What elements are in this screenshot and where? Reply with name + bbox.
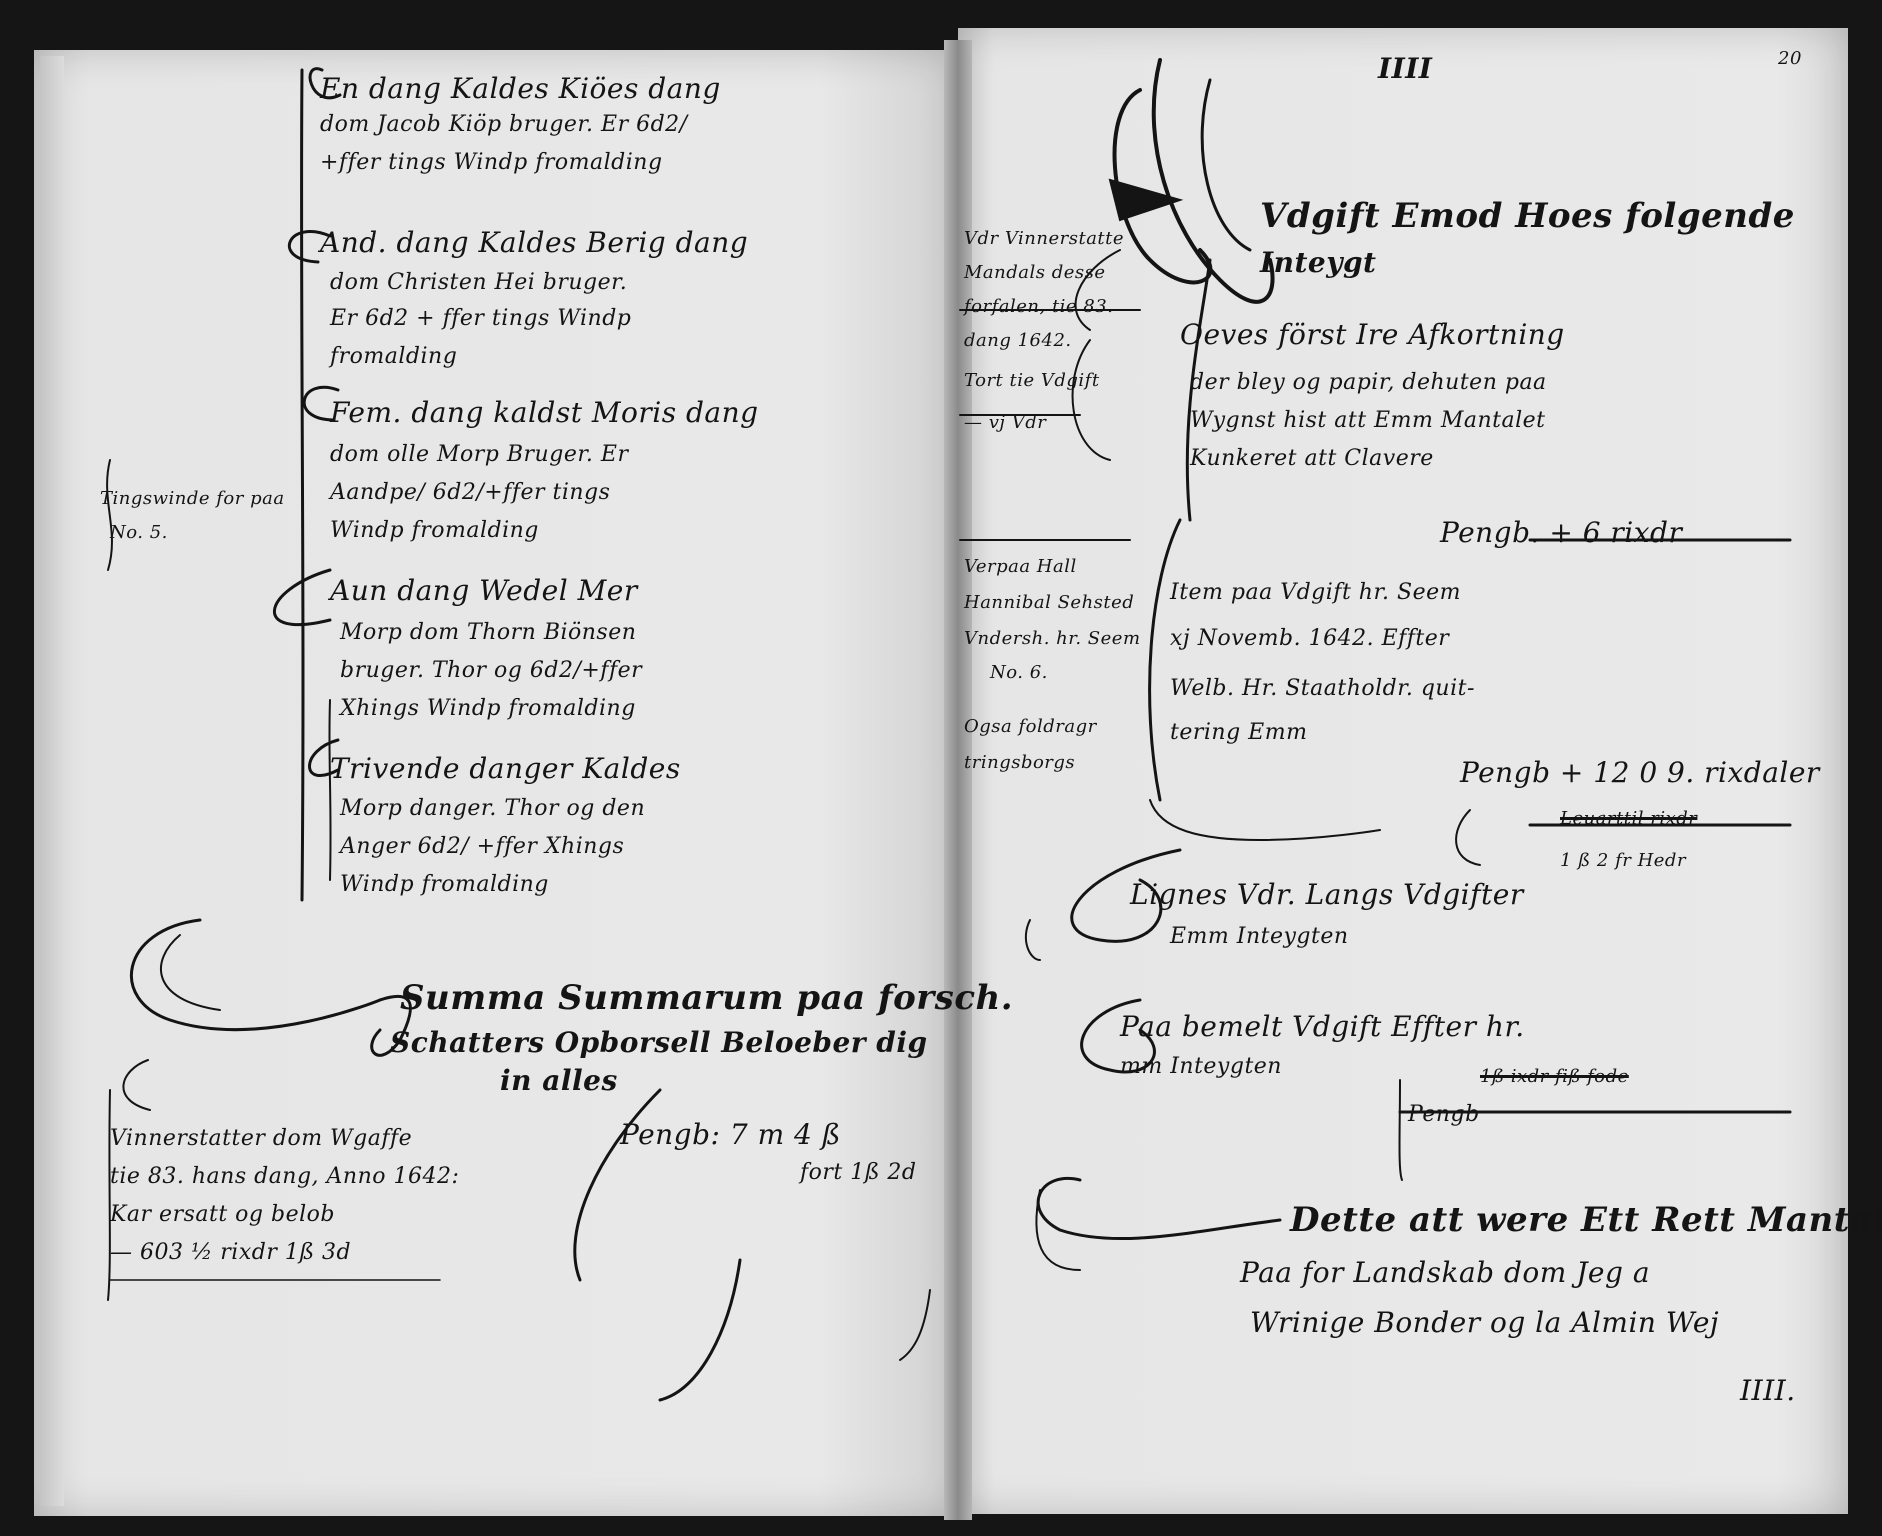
struck-amount: 1ß ixdr fiß fode	[1480, 1066, 1629, 1087]
right-margin-note: Hannibal Sehsted	[964, 592, 1135, 613]
folio-number: 20	[1778, 48, 1802, 69]
bottom-note-line: — 603 ½ rixdr 1ß 3d	[110, 1240, 352, 1265]
left-line: fromalding	[330, 344, 458, 369]
right-margin-note: — vj Vdr	[964, 412, 1047, 433]
entry-line: Welb. Hr. Staatholdr. quit-	[1170, 676, 1475, 701]
right-margin-note: dang 1642.	[964, 330, 1072, 351]
left-line: Windp fromalding	[340, 872, 549, 897]
header-mark: IIII	[1378, 52, 1433, 85]
bottom-note-line: Vinnerstatter dom Wgaffe	[110, 1126, 413, 1151]
left-line: dom Christen Hei bruger.	[330, 270, 628, 295]
right-margin-note: Verpaa Hall	[964, 556, 1077, 577]
left-line: Aun dang Wedel Mer	[330, 574, 638, 607]
right-margin-note: tringsborgs	[964, 752, 1076, 773]
pengb-amount: Pengb	[1408, 1102, 1480, 1127]
paa-bemelt-line: Paa bemelt Vdgift Effter hr.	[1120, 1010, 1525, 1043]
right-margin-note: Vdr Vinnerstatte	[964, 228, 1125, 249]
left-line: Fem. dang kaldst Moris dang	[330, 396, 759, 429]
summa-amount: fort 1ß 2d	[800, 1160, 917, 1185]
summa-line: Schatters Opborsell Beloeber dig	[390, 1026, 928, 1059]
left-margin-note: Tingswinde for paa	[100, 488, 285, 509]
struck-amount: Leuarttil rixdr	[1560, 808, 1698, 829]
left-line: En dang Kaldes Kiöes dang	[320, 72, 721, 105]
left-line: Windp fromalding	[330, 518, 539, 543]
pengb-amount: Pengb + 12 0 9. rixdaler	[1460, 756, 1820, 789]
right-margin-note: Vndersh. hr. Seem	[964, 628, 1141, 649]
left-line: Morp danger. Thor og den	[340, 796, 646, 821]
tally-mark: IIII.	[1740, 1374, 1796, 1407]
pengb-sub: 1 ß 2 fr Hedr	[1560, 850, 1687, 871]
forsummed-line: Emm Inteygten	[1170, 924, 1349, 949]
left-line: dom olle Morp Bruger. Er	[330, 442, 629, 467]
summa-line: in alles	[500, 1064, 618, 1097]
left-page	[34, 50, 958, 1516]
right-line: der bley og papir, dehuten paa	[1190, 370, 1547, 395]
right-margin-note: Tort tie Vdgift	[964, 370, 1100, 391]
right-line: Oeves först Ire Afkortning	[1180, 318, 1565, 351]
left-line: Aandpe/ 6d2/+ffer tings	[330, 480, 611, 505]
left-page-edge	[40, 56, 64, 1506]
right-line: Kunkeret att Clavere	[1190, 446, 1434, 471]
right-heading: Inteygt	[1260, 246, 1377, 279]
left-line: bruger. Thor og 6d2/+ffer	[340, 658, 643, 683]
pengb-amount: Pengb. + 6 rixdr	[1440, 516, 1683, 549]
left-line: Er 6d2 + ffer tings Windp	[330, 306, 632, 331]
right-line: Wygnst hist att Emm Mantalet	[1190, 408, 1546, 433]
left-line: dom Jacob Kiöp bruger. Er 6d2/	[320, 112, 688, 137]
entry-line: xj Novemb. 1642. Effter	[1170, 626, 1450, 651]
left-line: +ffer tings Windp fromalding	[320, 150, 663, 175]
right-heading: Vdgift Emod Hoes folgende	[1260, 196, 1795, 236]
summa-amount: Pengb: 7 m 4 ß	[620, 1118, 841, 1151]
left-line: Anger 6d2/ +ffer Xhings	[340, 834, 625, 859]
entry-line: Item paa Vdgift hr. Seem	[1170, 580, 1462, 605]
left-line: Trivende danger Kaldes	[330, 752, 681, 785]
left-margin-note: No. 5.	[110, 522, 168, 543]
right-margin-note: forfalen, tie 83.	[964, 296, 1114, 317]
right-margin-note: No. 6.	[990, 662, 1048, 683]
right-margin-note: Ogsa foldragr	[964, 716, 1097, 737]
book-gutter	[944, 40, 972, 1520]
right-margin-note: Mandals desse	[964, 262, 1106, 283]
left-line: Morp dom Thorn Biönsen	[340, 620, 637, 645]
forsummed-line: Lignes Vdr. Langs Vdgifter	[1130, 878, 1524, 911]
summa-line: Summa Summarum paa forsch.	[400, 978, 1014, 1018]
left-line: And. dang Kaldes Berig dang	[320, 226, 749, 259]
paa-bemelt-line: mm Inteygten	[1120, 1054, 1282, 1079]
dette-line: Paa for Landskab dom Jeg a	[1240, 1256, 1651, 1289]
dette-line: Dette att were Ett Rett Mantale	[1290, 1200, 1882, 1240]
entry-line: tering Emm	[1170, 720, 1308, 745]
left-line: Xhings Windp fromalding	[340, 696, 636, 721]
dette-line: Wrinige Bonder og la Almin Wej	[1250, 1306, 1720, 1339]
bottom-note-line: Kar ersatt og belob	[110, 1202, 335, 1227]
bottom-note-line: tie 83. hans dang, Anno 1642:	[110, 1164, 460, 1189]
